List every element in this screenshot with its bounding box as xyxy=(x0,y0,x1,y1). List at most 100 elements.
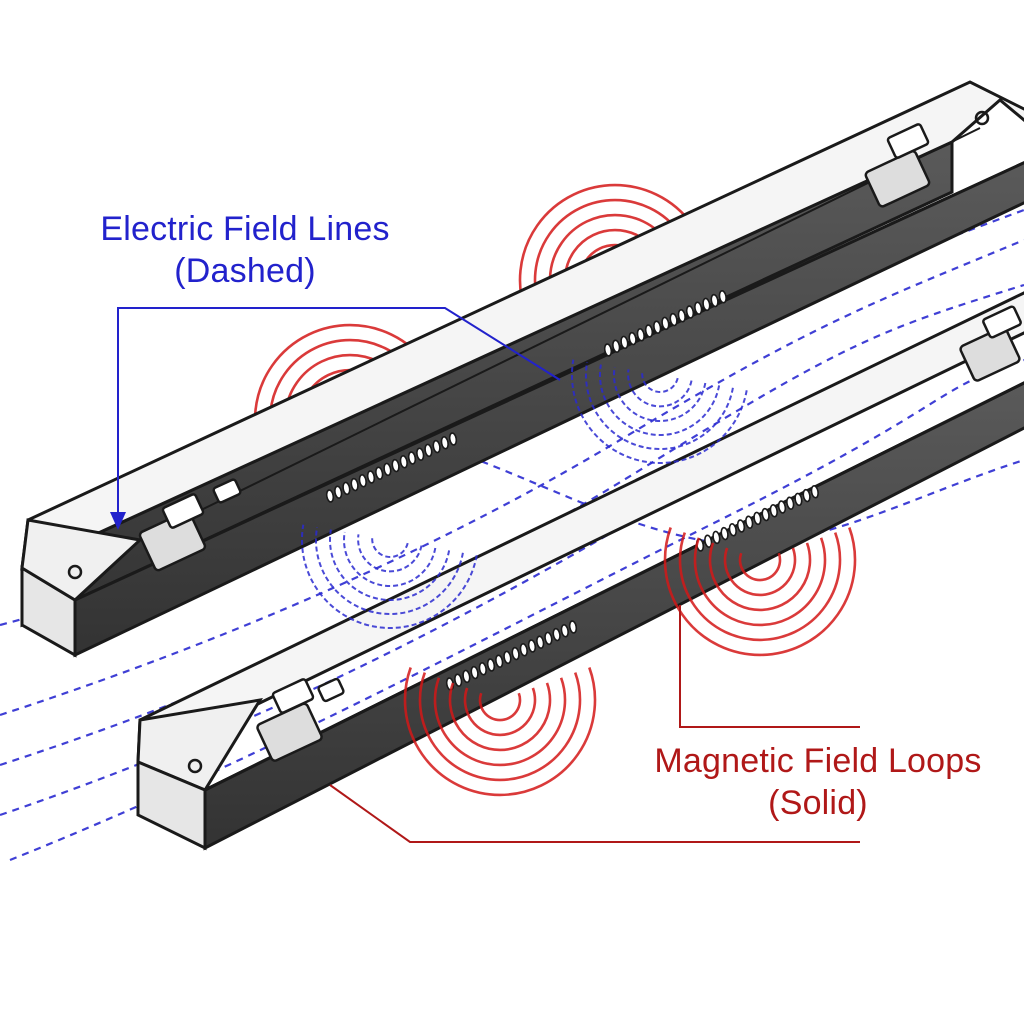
vent-slot xyxy=(342,481,351,496)
electric-callout-arrowhead xyxy=(110,512,126,530)
electric-field-arc xyxy=(641,371,679,393)
lower-bar-far-connector xyxy=(959,305,1022,382)
vent-slot xyxy=(677,309,686,323)
magnetic-field-label-line2: (Solid) xyxy=(768,784,868,822)
magnetic-field-label-line1: Magnetic Field Loops xyxy=(654,742,982,780)
vent-slot xyxy=(810,485,819,499)
vent-slot xyxy=(424,443,433,458)
lower-bar-near-connector xyxy=(256,677,345,762)
vent-slot xyxy=(718,290,727,304)
vent-slot xyxy=(704,534,713,548)
vent-slot xyxy=(454,673,463,687)
upper-bar-far-connector xyxy=(864,123,931,208)
vent-slot xyxy=(702,297,711,312)
upper-bar-front-side xyxy=(73,161,1024,658)
vent-slot xyxy=(802,488,811,503)
electric-field-arc xyxy=(300,524,478,630)
vent-slot xyxy=(661,316,670,331)
upper-bar-near-connector xyxy=(138,478,242,572)
magnetic-field-loop xyxy=(418,672,582,782)
vent-slot xyxy=(720,526,729,541)
magnetic-field-loop xyxy=(708,542,812,612)
vent-slot xyxy=(358,474,367,488)
upper-bar-vent-slots-near xyxy=(325,432,458,503)
magnetic-field-loop xyxy=(448,682,552,752)
vent-slot xyxy=(519,643,528,657)
vent-slot xyxy=(644,324,654,338)
electric-field-line xyxy=(0,238,1024,717)
magnetic-field-loop xyxy=(433,677,567,767)
vent-slot xyxy=(334,485,343,499)
vent-slot xyxy=(753,511,762,526)
vent-slot xyxy=(710,293,719,308)
vent-slot xyxy=(694,301,703,315)
lower-bar-vent-slots-far xyxy=(695,485,819,552)
vent-slot xyxy=(495,654,504,668)
vent-slot xyxy=(486,658,496,672)
electric-field-label: Electric Field Lines (Dashed) xyxy=(60,208,430,292)
magnetic-field-loop xyxy=(693,537,827,627)
electric-field-label-line2: (Dashed) xyxy=(174,252,316,290)
vent-slot xyxy=(375,466,384,480)
electric-field-label-line1: Electric Field Lines xyxy=(100,210,390,248)
magnetic-field-loop xyxy=(663,527,857,657)
vent-slot xyxy=(568,620,578,634)
electric-field-arc xyxy=(357,534,423,573)
electric-field-arc xyxy=(570,359,748,465)
vent-slot xyxy=(440,436,449,450)
vent-slot xyxy=(794,492,803,507)
upper-bar-top-face xyxy=(20,80,1024,571)
vent-slot xyxy=(511,646,520,661)
vent-slot xyxy=(745,515,754,529)
magnetic-field-loop xyxy=(403,667,597,797)
electric-callout-leader xyxy=(110,307,561,530)
vent-slot xyxy=(350,477,359,492)
vent-slot xyxy=(736,519,746,533)
vent-slot xyxy=(628,331,637,346)
vent-slot xyxy=(366,470,376,484)
magnetic-field-loop xyxy=(738,552,782,582)
vent-slot xyxy=(560,624,569,638)
electric-field-arc xyxy=(343,531,437,587)
vent-slot xyxy=(728,523,737,537)
vent-slot xyxy=(536,635,545,649)
vent-slot xyxy=(325,489,335,503)
vent-slot xyxy=(636,328,645,342)
vent-slot xyxy=(777,500,787,514)
vent-slot xyxy=(769,504,778,518)
upper-conductor-bar xyxy=(20,80,1024,658)
vent-slot xyxy=(544,631,553,646)
vent-slot xyxy=(416,447,425,461)
vent-slot xyxy=(432,439,441,454)
vent-slot xyxy=(620,335,629,350)
electric-field-arc xyxy=(329,529,451,601)
electric-field-lines-front xyxy=(300,359,748,630)
vent-slot xyxy=(448,432,458,446)
vent-slot xyxy=(391,458,400,473)
electric-field-arc xyxy=(599,364,721,436)
magnetic-field-loops-front xyxy=(403,527,857,797)
vent-slot xyxy=(603,343,613,357)
vent-slot xyxy=(612,339,621,353)
vent-slot xyxy=(761,507,770,522)
electric-field-line xyxy=(419,438,1024,545)
magnetic-field-label: Magnetic Field Loops (Solid) xyxy=(618,740,1018,824)
lower-bar-vent-slots-near xyxy=(445,620,578,691)
vent-slot xyxy=(527,639,537,653)
magnetic-field-loop xyxy=(678,532,842,642)
upper-bar-far-bolt-hole xyxy=(974,110,990,126)
magnetic-callout-leader xyxy=(329,605,860,843)
electric-field-arc xyxy=(613,366,707,422)
vent-slot xyxy=(470,665,479,680)
upper-bar-vent-slots-far xyxy=(603,290,727,357)
vent-slot xyxy=(399,455,408,469)
magnetic-field-loop xyxy=(723,547,797,597)
electric-field-arc xyxy=(314,527,464,615)
upper-bar-bolt-hole xyxy=(67,564,83,580)
vent-slot xyxy=(478,662,487,676)
magnetic-field-loop xyxy=(478,692,522,722)
electric-field-arc xyxy=(584,362,734,450)
vent-slot xyxy=(383,462,392,477)
